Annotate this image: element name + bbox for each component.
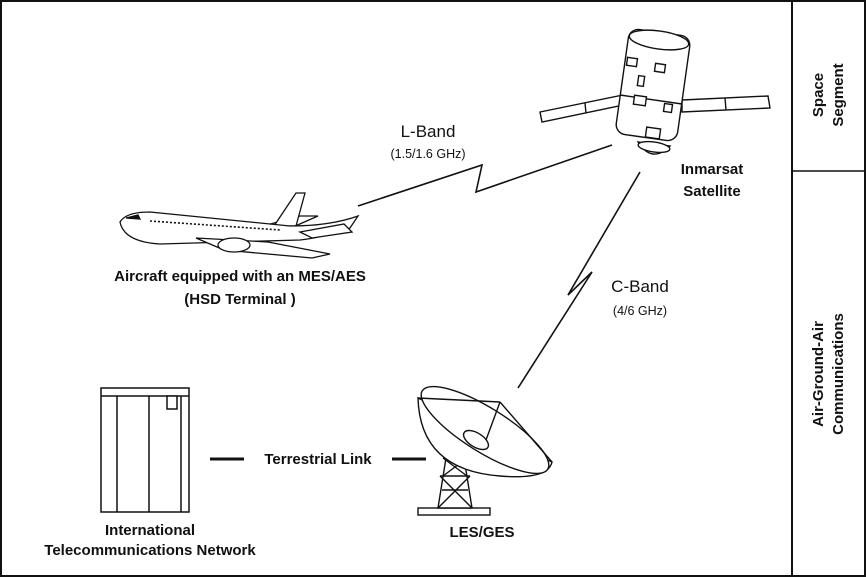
c-band-frequency: (4/6 GHz) [613,304,667,318]
satellite-label-line2: Satellite [683,183,741,200]
air-ground-air-line1: Air-Ground-Air [810,321,827,427]
terrestrial-link-label: Terrestrial Link [264,451,372,468]
aircraft-label-line1: Aircraft equipped with an MES/AES [114,268,366,285]
network-cabinet-icon [101,388,189,512]
ground-station-dish-icon [411,372,560,515]
network-label-line1: International [105,522,195,539]
space-segment-line2: Segment [830,63,847,126]
ground-station-label: LES/GES [449,524,514,541]
satellite-label-line1: Inmarsat [681,161,744,178]
aircraft-label-line2: (HSD Terminal ) [184,291,295,308]
space-segment-line1: Space [810,73,827,117]
l-band-label: L-Band [401,122,456,141]
aircraft-icon [120,193,358,258]
satellite-icon [540,27,770,154]
l-band-frequency: (1.5/1.6 GHz) [390,147,465,161]
network-label-line2: Telecommunications Network [44,542,256,559]
c-band-label: C-Band [611,277,669,296]
air-ground-air-line2: Communications [830,313,847,435]
